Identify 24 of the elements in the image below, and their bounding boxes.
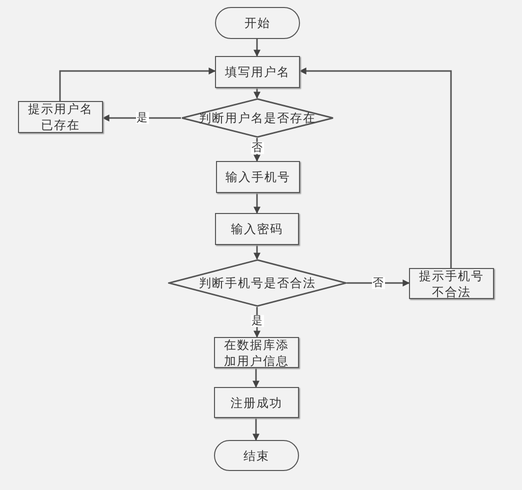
process-box: 填写用户名 xyxy=(215,56,300,88)
arrow xyxy=(59,68,216,101)
process-box: 输入密码 xyxy=(215,213,299,245)
process-box: 在数据库添加用户信息 xyxy=(214,337,299,368)
arrow xyxy=(252,418,260,441)
process-box: 提示用户名已存在 xyxy=(18,101,103,133)
terminal-shape: 结束 xyxy=(214,440,299,471)
edge-label: 是 xyxy=(250,315,264,327)
arrow xyxy=(102,114,181,122)
edge-label: 是 xyxy=(136,112,148,124)
arrow xyxy=(254,193,260,214)
arrow xyxy=(254,88,260,99)
terminal-shape: 开始 xyxy=(215,7,300,39)
process-box: 提示手机号不合法 xyxy=(409,268,494,299)
process-box: 输入手机号 xyxy=(216,161,300,193)
process-box: 注册成功 xyxy=(214,387,299,418)
arrow xyxy=(254,245,260,260)
edge-label: 否 xyxy=(250,142,264,154)
arrow xyxy=(254,39,260,57)
arrow xyxy=(252,368,260,388)
edge-label: 否 xyxy=(372,277,384,289)
arrow xyxy=(299,68,452,268)
decision-diamond: 判断用户名是否存在 xyxy=(181,98,334,138)
decision-diamond: 判断手机号是否合法 xyxy=(168,259,347,307)
